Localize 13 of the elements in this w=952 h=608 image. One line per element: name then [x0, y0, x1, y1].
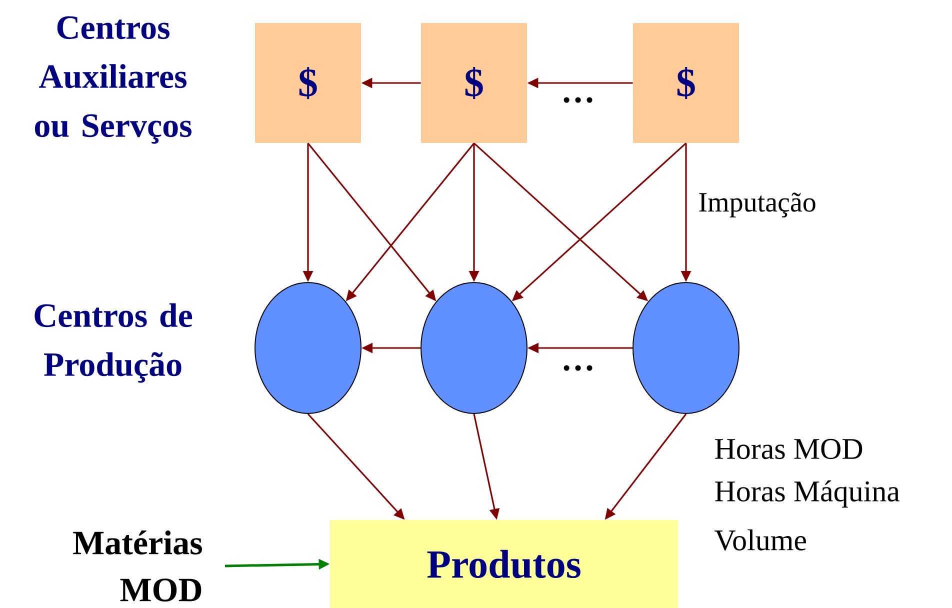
production-center-ellipse: [632, 282, 740, 414]
cost-center-box: $: [421, 23, 527, 143]
production-center-ellipse: [254, 282, 362, 414]
ellipsis: …: [564, 365, 592, 371]
production-center-ellipse: [420, 282, 528, 414]
input-label: Matérias MOD: [73, 530, 202, 602]
cost-center-box: $: [633, 23, 739, 143]
product-box: Produtos: [330, 520, 678, 608]
edge-label: Imputação: [697, 192, 818, 218]
ellipsis: …: [564, 97, 592, 103]
factor-label: Horas Máquina: [715, 480, 900, 508]
cost-center-box: $: [255, 23, 361, 143]
factor-label: Volume: [714, 529, 806, 551]
